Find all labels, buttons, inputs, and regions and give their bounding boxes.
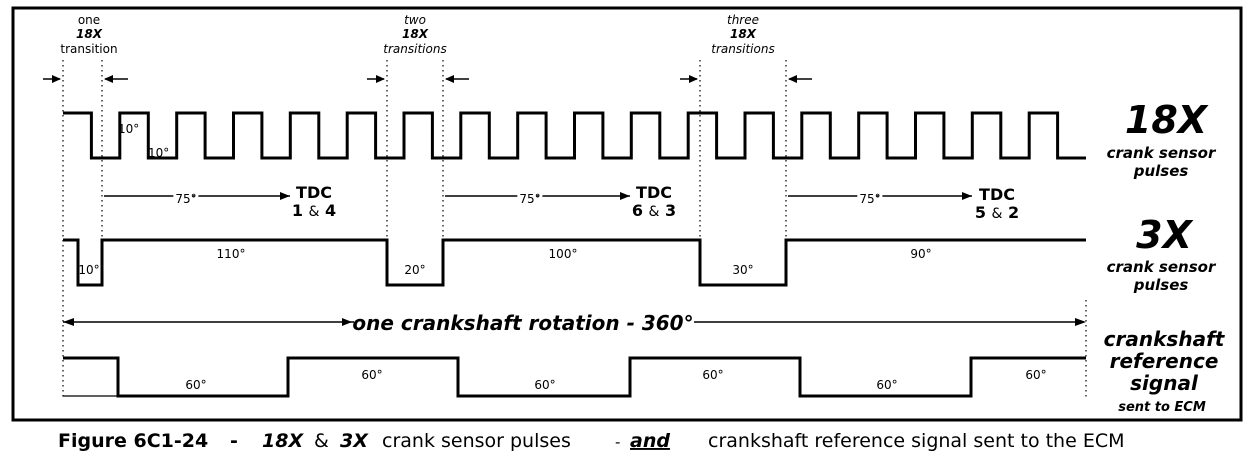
svg-text:crankshaft: crankshaft <box>1104 327 1226 351</box>
header-label-two: two 18X transitions <box>383 13 446 56</box>
figure-caption: Figure 6C1-24 - 18X & 3X crank sensor pu… <box>58 430 1125 452</box>
svg-text:-: - <box>615 433 620 451</box>
tdc-label-5-2: TDC 5 & 2 <box>975 185 1019 222</box>
high-label-90: 90° <box>910 247 931 261</box>
waveform-reference-signal <box>63 356 1086 398</box>
waveform-18x <box>63 111 1086 160</box>
svg-text:pulses: pulses <box>1133 162 1189 180</box>
rotation-label: one crankshaft rotation - 360° <box>352 311 693 335</box>
title-3x: 3X crank sensor pulses <box>1107 213 1217 294</box>
transition-arrowhead-right-3 <box>788 75 797 83</box>
pulse-high-degree-label: 10° <box>118 122 139 136</box>
svg-text:18X: 18X <box>730 27 757 41</box>
svg-text:75°: 75° <box>519 192 540 206</box>
svg-text:1 & 4: 1 & 4 <box>292 201 336 220</box>
svg-text:reference: reference <box>1110 349 1219 373</box>
svg-text:crank sensor pulses: crank sensor pulses <box>382 430 571 452</box>
svg-text:transition: transition <box>60 42 117 56</box>
pulse-low-degree-label: 10° <box>148 146 169 160</box>
span-75-1: 75° <box>104 189 290 209</box>
svg-text:two: two <box>404 13 426 27</box>
svg-text:and: and <box>630 430 670 452</box>
ref-label-5: 60° <box>876 378 897 392</box>
diagram-frame <box>11 6 1243 422</box>
svg-text:TDC: TDC <box>636 183 672 202</box>
tdc-label-6-3: TDC 6 & 3 <box>632 183 676 220</box>
ref-label-2: 60° <box>361 368 382 382</box>
transition-arrowhead-right-1 <box>104 75 113 83</box>
transition-arrowhead-right-2 <box>445 75 454 83</box>
svg-text:crank sensor: crank sensor <box>1107 144 1217 162</box>
header-label-one: one 18X transition <box>60 13 117 56</box>
tdc-label-1-4: TDC 1 & 4 <box>292 183 336 220</box>
title-reference: crankshaft reference signal sent to ECM <box>1104 327 1226 415</box>
svg-text:one: one <box>78 13 100 27</box>
svg-text:75°: 75° <box>175 192 196 206</box>
svg-text:crank sensor: crank sensor <box>1107 258 1217 276</box>
svg-text:signal: signal <box>1130 371 1199 395</box>
ref-label-4: 60° <box>702 368 723 382</box>
svg-text:pulses: pulses <box>1133 276 1189 294</box>
ref-label-6: 60° <box>1025 368 1046 382</box>
high-label-100: 100° <box>549 247 578 261</box>
transition-guides <box>62 60 1087 400</box>
svg-text:crankshaft reference signal se: crankshaft reference signal sent to the … <box>708 430 1125 452</box>
svg-text:3X: 3X <box>1136 213 1193 257</box>
svg-text:TDC: TDC <box>296 183 332 202</box>
svg-text:sent to ECM: sent to ECM <box>1118 400 1206 415</box>
title-18x: 18X crank sensor pulses <box>1107 98 1217 180</box>
rotation-span: one crankshaft rotation - 360° <box>63 308 1086 336</box>
svg-text:18X: 18X <box>402 27 429 41</box>
svg-text:three: three <box>727 13 759 27</box>
svg-text:transitions: transitions <box>383 42 446 56</box>
waveform-3x <box>63 238 1086 287</box>
svg-text:-: - <box>230 430 238 452</box>
high-label-110: 110° <box>217 247 246 261</box>
transition-arrows <box>43 75 812 83</box>
svg-text:&: & <box>314 430 329 452</box>
svg-text:18X: 18X <box>262 430 304 452</box>
notch-label-30: 30° <box>732 263 753 277</box>
span-75-3: 75° <box>788 189 972 209</box>
svg-text:3X: 3X <box>340 430 369 452</box>
span-75-2: 75° <box>445 189 630 209</box>
notch-label-20: 20° <box>404 263 425 277</box>
notch-label-10: 10° <box>78 263 99 277</box>
svg-text:18X: 18X <box>76 27 103 41</box>
transition-arrowhead-left-2 <box>376 75 385 83</box>
transition-arrowhead-left-1 <box>52 75 61 83</box>
svg-text:TDC: TDC <box>979 185 1015 204</box>
svg-text:6 & 3: 6 & 3 <box>632 201 676 220</box>
svg-text:18X: 18X <box>1125 98 1209 142</box>
ref-label-1: 60° <box>185 378 206 392</box>
caption-figure: Figure 6C1-24 <box>58 430 208 452</box>
transition-arrowhead-left-3 <box>689 75 698 83</box>
svg-text:transitions: transitions <box>711 42 774 56</box>
svg-text:75°: 75° <box>859 192 880 206</box>
svg-text:5 & 2: 5 & 2 <box>975 203 1019 222</box>
header-label-three: three 18X transitions <box>711 13 774 56</box>
ref-label-3: 60° <box>534 378 555 392</box>
